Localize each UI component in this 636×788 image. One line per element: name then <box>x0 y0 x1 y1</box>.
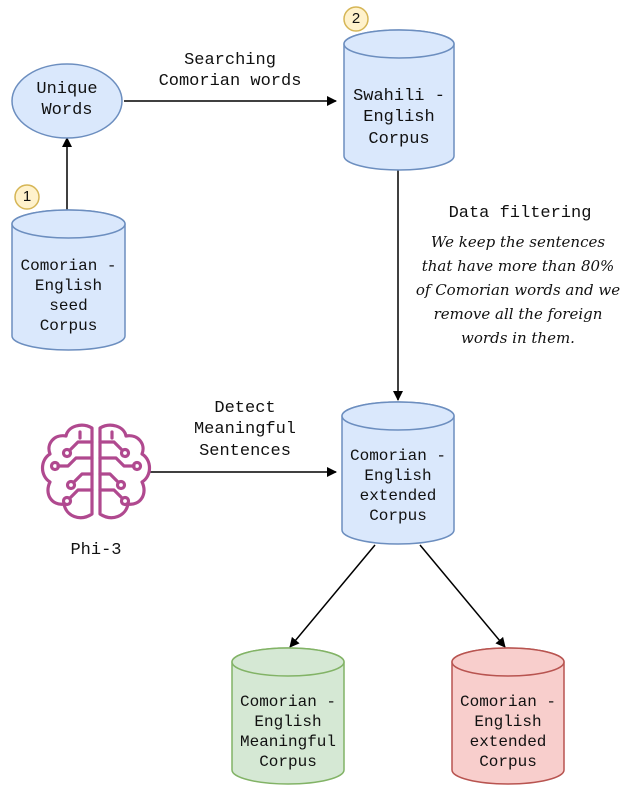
model-label: Phi-3 <box>70 541 122 560</box>
extended-corpus-out-cylinder <box>451 647 565 785</box>
meaningful-corpus-label: Comorian - English Meaningful Corpus <box>239 693 336 771</box>
detect-edge-label: Detect Meaningful Sentences <box>193 399 297 461</box>
swahili-corpus-cylinder <box>343 29 455 171</box>
step-2-number: 2 <box>351 10 361 27</box>
meaningful-corpus-cylinder <box>231 647 345 785</box>
swahili-corpus-label: Swahili - English Corpus <box>353 87 445 149</box>
searching-edge-label: Searching Comorian words <box>158 51 302 92</box>
unique-words-label: Unique Words <box>36 80 98 121</box>
seed-corpus-label: Comorian - English seed Corpus <box>20 257 117 335</box>
edges <box>62 96 506 648</box>
cylinder-top <box>231 647 345 677</box>
step-1-badge <box>14 184 40 210</box>
filtering-title: Data filtering <box>448 204 592 223</box>
brain-circuit-icon <box>40 423 152 520</box>
step-2-badge <box>343 6 369 32</box>
extended-corpus-cylinder <box>341 401 455 545</box>
cylinder-top <box>341 401 455 431</box>
edge-extended-to-extended-out <box>419 544 506 648</box>
extended-corpus-out-label: Comorian - English extended Corpus <box>459 693 556 771</box>
cylinder-top <box>451 647 565 677</box>
extended-corpus-label: Comorian - English extended Corpus <box>349 447 446 525</box>
step-1-number: 1 <box>22 188 32 205</box>
unique-words-node <box>11 63 123 139</box>
cylinder-top <box>11 209 126 239</box>
filtering-note: We keep the sentences that have more tha… <box>415 233 621 347</box>
seed-corpus-cylinder <box>11 209 126 351</box>
cylinder-top <box>343 29 455 59</box>
edge-extended-to-meaningful <box>289 544 376 648</box>
